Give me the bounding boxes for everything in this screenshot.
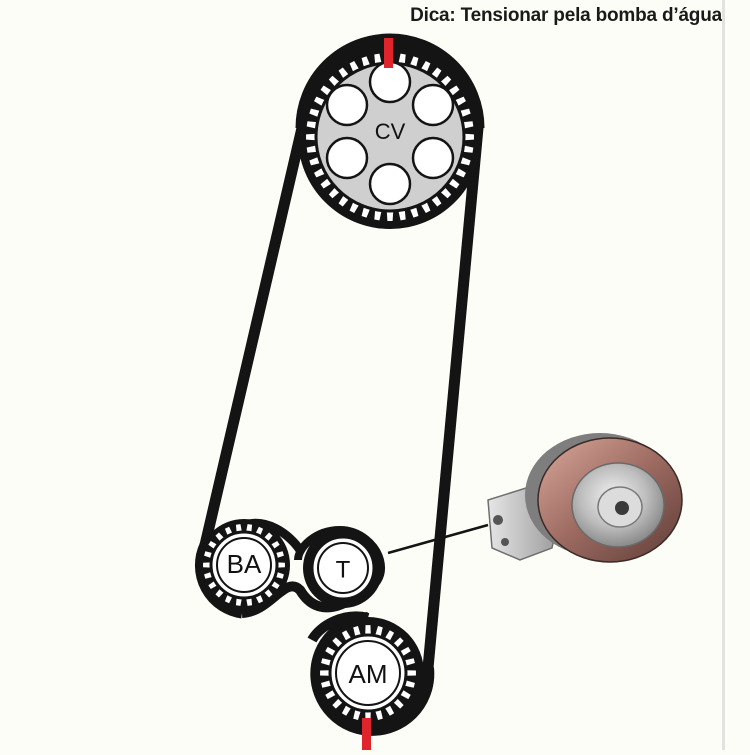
gear-tooth — [306, 121, 318, 129]
cv-timing-mark — [384, 38, 393, 68]
gear-tooth — [405, 670, 416, 676]
cv-pulley: CV — [298, 45, 482, 229]
gear-tooth — [235, 524, 242, 533]
am-label: AM — [349, 659, 388, 689]
gear-tooth — [375, 708, 383, 720]
gear-tooth — [374, 209, 382, 221]
gear-tooth — [386, 210, 394, 221]
gear-tooth — [462, 121, 474, 129]
t-label: T — [336, 556, 351, 583]
tensioner-leader-line — [387, 523, 489, 555]
gear-tooth — [403, 680, 415, 688]
gear-tooth — [462, 145, 474, 153]
ba-label: BA — [227, 549, 262, 579]
gear-tooth — [403, 658, 415, 666]
gear-tooth — [306, 145, 318, 153]
gear-tooth — [306, 133, 317, 141]
gear-tooth — [353, 708, 361, 720]
frame-border — [722, 0, 725, 750]
gear-tooth — [246, 524, 253, 533]
gear-tooth — [374, 53, 382, 65]
ba-pulley: BA — [198, 519, 290, 611]
tensioner-bearing-icon — [487, 433, 683, 563]
tip-caption: Dica: Tensionar pela bomba d’água — [410, 5, 722, 26]
gear-tooth — [398, 53, 406, 65]
gear-tooth — [321, 658, 333, 666]
gear-tooth — [353, 626, 361, 638]
gear-tooth — [463, 133, 474, 141]
am-pulley: AM — [312, 617, 424, 729]
gear-tooth — [203, 562, 212, 568]
gear-tooth — [276, 562, 285, 568]
gear-tooth — [321, 680, 333, 688]
gear-tooth — [375, 626, 383, 638]
gear-tooth — [398, 209, 406, 221]
t-pulley: T — [303, 528, 383, 608]
gear-tooth — [246, 597, 253, 606]
am-timing-mark — [362, 718, 371, 750]
cv-label: CV — [375, 119, 406, 144]
gear-tooth — [365, 625, 371, 636]
gear-tooth — [235, 597, 242, 606]
gear-tooth — [320, 670, 331, 676]
